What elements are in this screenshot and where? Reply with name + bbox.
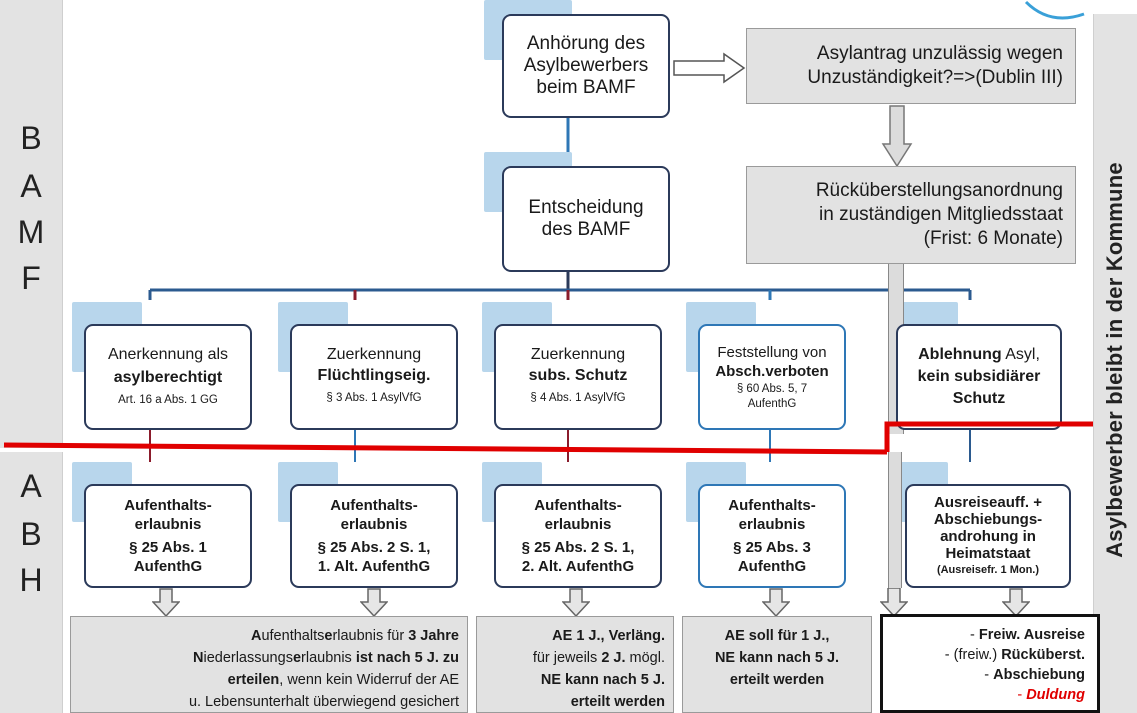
abh-letter-a: A (20, 468, 42, 504)
permit-25-1: Aufenthalts- erlaubnis § 25 Abs. 1 Aufen… (84, 484, 252, 588)
ablehnung-asyl: Asyl, (1001, 346, 1040, 363)
arrow-down-icon (562, 588, 590, 618)
decision-fluechtlingseig: Zuerkennung Flüchtlingseig. § 3 Abs. 1 A… (290, 324, 458, 430)
outcome-ae-soll: AE soll für 1 J., NE kann nach 5 J. erte… (682, 616, 872, 713)
kommune-sidebar (1093, 14, 1137, 713)
unzulaessig-box: Asylantrag unzulässig wegen Unzuständigk… (746, 28, 1076, 104)
outcome-ausreise: - Freiw. Ausreise - (freiw.) Rücküberst.… (880, 614, 1100, 713)
long-arrow-shaft-bottom (888, 452, 902, 588)
arrow-down-icon (152, 588, 180, 618)
bamf-letter-a: A (20, 168, 42, 204)
permit-25-3: Aufenthalts- erlaubnis § 25 Abs. 3 Aufen… (698, 484, 846, 588)
bamf-letter-m: M (17, 214, 45, 250)
rueckueberstellung-box: Rücküberstellungsanordnung in zuständige… (746, 166, 1076, 264)
decision-subs-schutz: Zuerkennung subs. Schutz § 4 Abs. 1 Asyl… (494, 324, 662, 430)
arrow-down-icon (360, 588, 388, 618)
bamf-letter-f: F (21, 260, 41, 296)
bamf-letter-b: B (20, 120, 42, 156)
ausreiseaufforderung-box: Ausreiseauff. + Abschiebungs- androhung … (905, 484, 1071, 588)
outcome-ae-1j: AE 1 J., Verläng. für jeweils 2 J. mögl.… (476, 616, 674, 713)
arrow-down-icon (1002, 588, 1030, 618)
outcome-three-years: Aufenthaltserlaubnis für 3 Jahre Niederl… (70, 616, 468, 713)
permit-25-2-1: Aufenthalts- erlaubnis § 25 Abs. 2 S. 1,… (290, 484, 458, 588)
entscheidung-box: Entscheidung des BAMF (502, 166, 670, 272)
anhoerung-box: Anhörung des Asylbewerbers beim BAMF (502, 14, 670, 118)
abh-letter-h: H (19, 562, 43, 598)
arrow-right-icon (673, 52, 746, 84)
abh-letter-b: B (20, 516, 42, 552)
permit-25-2-2: Aufenthalts- erlaubnis § 25 Abs. 2 S. 1,… (494, 484, 662, 588)
arrow-down-icon (762, 588, 790, 618)
logo-arc (1024, 0, 1085, 20)
arrow-down-icon (880, 588, 908, 618)
abh-sidebar (0, 452, 63, 713)
decision-ablehnung: Ablehnung Asyl, kein subsidiärer Schutz (896, 324, 1062, 430)
bamf-sidebar (0, 0, 63, 448)
arrow-down-icon (881, 105, 913, 168)
decision-asylberechtigt: Anerkennung als asylberechtigt Art. 16 a… (84, 324, 252, 430)
ablehnung-bold: Ablehnung (918, 346, 1002, 363)
decision-absch-verboten: Feststellung von Absch.verboten § 60 Abs… (698, 324, 846, 430)
